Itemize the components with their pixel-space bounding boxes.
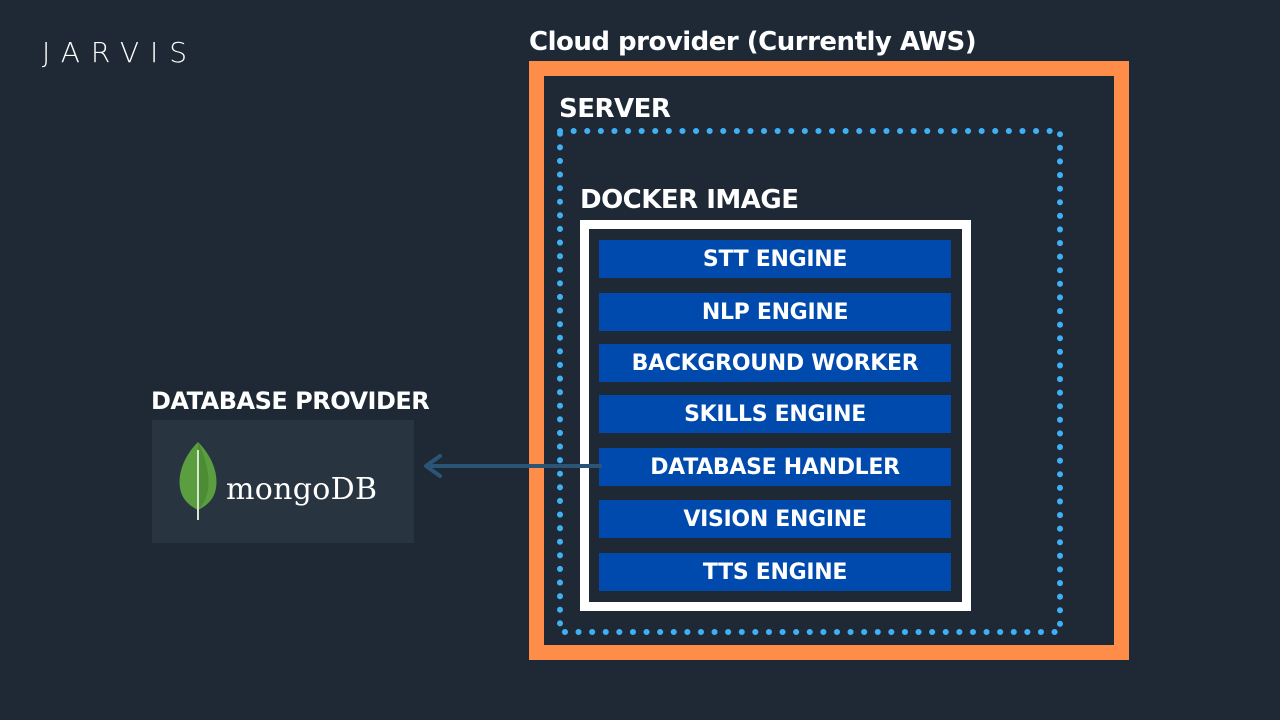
mongodb-wordmark: mongoDB bbox=[226, 472, 378, 507]
mongodb-leaf-icon bbox=[179, 442, 217, 520]
database-provider-card: mongoDB bbox=[152, 420, 414, 543]
cloud-provider-title: Cloud provider (Currently AWS) bbox=[529, 27, 977, 57]
skills-engine-block: SKILLS ENGINE bbox=[599, 395, 951, 433]
database-connector-arrow bbox=[424, 454, 602, 478]
database-provider-title: DATABASE PROVIDER bbox=[151, 387, 430, 415]
jarvis-logo: JARVIS bbox=[42, 36, 199, 69]
cloud-provider-box bbox=[529, 61, 1129, 660]
docker-image-box bbox=[580, 220, 971, 611]
vision-engine-block: VISION ENGINE bbox=[599, 500, 951, 538]
server-title: SERVER bbox=[559, 94, 671, 124]
stt-engine-block: STT ENGINE bbox=[599, 240, 951, 278]
docker-image-title: DOCKER IMAGE bbox=[580, 185, 799, 215]
background-worker-block: BACKGROUND WORKER bbox=[599, 344, 951, 382]
nlp-engine-block: NLP ENGINE bbox=[599, 293, 951, 331]
database-handler-block: DATABASE HANDLER bbox=[599, 448, 951, 486]
tts-engine-block: TTS ENGINE bbox=[599, 553, 951, 591]
server-box bbox=[557, 128, 1063, 635]
